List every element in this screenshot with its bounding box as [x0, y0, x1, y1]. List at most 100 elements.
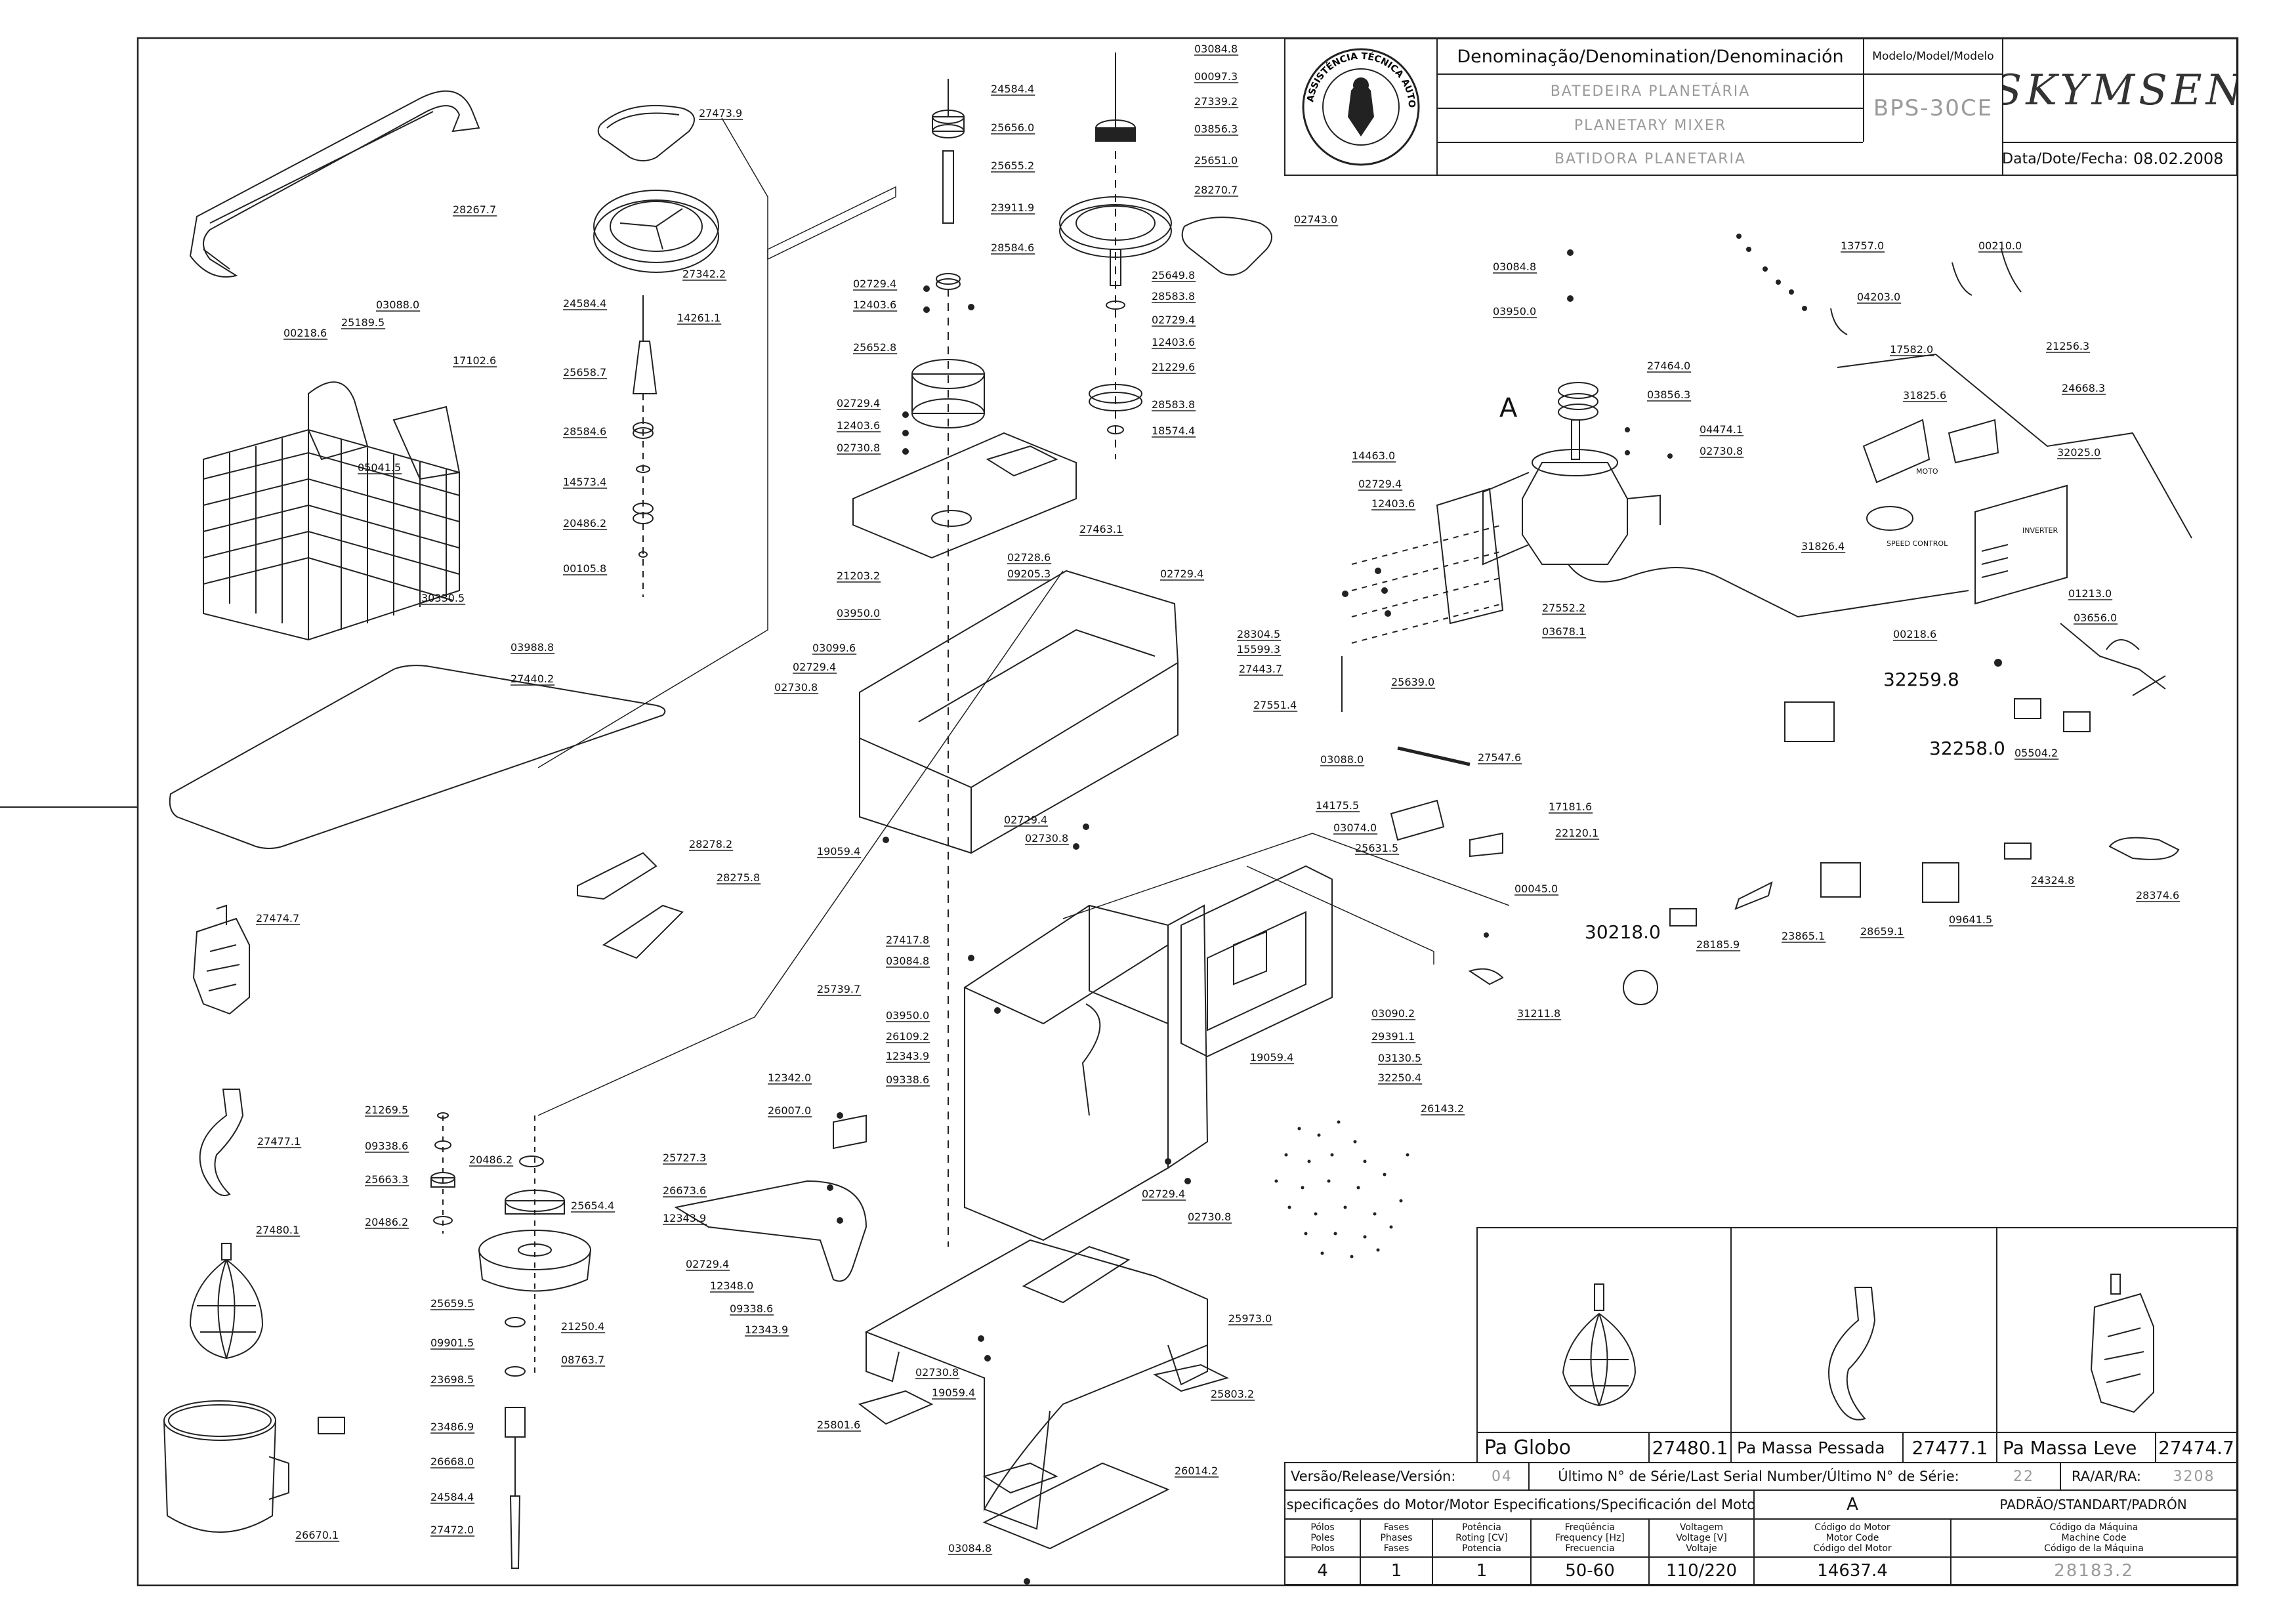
part-label-23: 03084.8: [1194, 43, 1238, 55]
part-label-2: 24584.4: [991, 83, 1034, 95]
part-label-27: 25651.0: [1194, 154, 1238, 167]
sticker-28185: [1669, 908, 1697, 927]
part-label-24: 00097.3: [1194, 70, 1238, 83]
part-label-38: 12403.6: [853, 299, 896, 311]
part-label-29: 02743.0: [1294, 213, 1337, 226]
part-label-90: 12348.0: [710, 1280, 753, 1292]
part-label-76: 21269.5: [365, 1104, 408, 1116]
part-label-74: 03130.5: [1378, 1052, 1421, 1064]
part-label-82: 20486.2: [365, 1216, 408, 1228]
part-label-1: 27473.9: [699, 107, 742, 119]
part-label-39: 25652.8: [853, 341, 896, 354]
part-label-63: 03084.8: [886, 955, 929, 967]
bowl-part: [163, 1400, 289, 1533]
part-label-132: 00210.0: [1978, 239, 2022, 252]
part-label-99: 02730.8: [915, 1366, 959, 1379]
machine-code-value: 28183.2: [1950, 1556, 2236, 1584]
brand-logo: SKYMSEN: [2002, 39, 2236, 142]
accessory-dough-hook: [1828, 1287, 1876, 1421]
date-value: 08.02.2008: [2133, 142, 2236, 175]
part-label-14: 25658.7: [563, 366, 606, 379]
part-label-15: 28584.6: [563, 425, 606, 438]
dough-hook-part: [199, 1089, 244, 1196]
motor-code-value: 14637.4: [1753, 1556, 1950, 1584]
switch-part: [1390, 799, 1445, 841]
part-label-61: 02730.8: [1025, 832, 1068, 844]
part-label-20: 30330.5: [421, 592, 465, 604]
whisk-part: [189, 1259, 264, 1360]
part-label-113: 03856.3: [1647, 388, 1690, 401]
brand-badge-part: [2108, 837, 2180, 860]
part-label-72: 29391.1: [1371, 1030, 1415, 1043]
part-label-3: 25656.0: [991, 121, 1034, 134]
part-label-105: 24584.4: [430, 1491, 474, 1503]
part-label-130: 31211.8: [1517, 1007, 1560, 1020]
part-label-71: 03090.2: [1371, 1007, 1415, 1020]
part-label-67: 12343.9: [886, 1050, 929, 1062]
voltage-value: 110/220: [1648, 1556, 1753, 1584]
part-label-80: 27477.1: [257, 1135, 301, 1148]
ra-label: RA/AR/RA:: [2060, 1463, 2152, 1489]
foot-pad-part: [858, 1390, 934, 1425]
part-label-146: 28185.9: [1696, 938, 1740, 951]
accessory-1-code: 27480.1: [1648, 1433, 1730, 1462]
part-label-59: 27474.7: [256, 912, 299, 925]
part-label-131: 13757.0: [1841, 239, 1884, 252]
grid-basket-part: [203, 381, 461, 641]
part-label-65: 03950.0: [886, 1009, 929, 1022]
motor-belt-part: [1181, 217, 1272, 276]
part-label-8: 24584.4: [563, 297, 606, 310]
top-plate-part: [852, 432, 1077, 559]
part-label-41: 12403.6: [837, 419, 880, 432]
part-label-9: 14261.1: [677, 312, 720, 324]
part-label-148: 28659.1: [1860, 925, 1904, 938]
part-label-84: 26673.6: [663, 1184, 706, 1197]
sticker-32258: [2014, 698, 2041, 719]
part-label-127: 17181.6: [1549, 801, 1592, 813]
part-label-107: 27472.0: [430, 1524, 474, 1536]
part-label-109: 03084.8: [948, 1542, 991, 1554]
lower-body-part: [964, 904, 1209, 1241]
part-label-53: 27443.7: [1239, 663, 1282, 675]
part-label-147: 23865.1: [1782, 930, 1825, 942]
accessory-flat-beater: [2090, 1293, 2154, 1413]
accessory-3-code: 27474.7: [2155, 1433, 2236, 1462]
part-label-88: 27480.1: [256, 1224, 299, 1236]
accessory-name-row-line: [1478, 1432, 2236, 1433]
accessory-3-name: Pa Massa Leve: [2003, 1436, 2137, 1459]
part-label-122: 27547.6: [1478, 751, 1521, 764]
motor-bracket-part: [1436, 488, 1504, 625]
part-label-108: 26670.1: [295, 1529, 339, 1541]
part-label-17: 14573.4: [563, 476, 606, 488]
part-label-0: 28267.7: [453, 203, 496, 216]
part-label-136: 31825.6: [1903, 389, 1946, 402]
date-label: Data/Dote/Fecha:: [2002, 142, 2133, 175]
part-label-51: 03099.6: [812, 642, 856, 654]
accessory-2-name: Pa Massa Pessada: [1737, 1438, 1885, 1457]
part-label-66: 26109.2: [886, 1030, 929, 1043]
bowl-arm-part: [674, 1180, 867, 1282]
part-label-35: 28583.8: [1152, 398, 1195, 411]
part-label-85: 12343.9: [663, 1212, 706, 1224]
part-label-110: 03084.8: [1493, 260, 1536, 273]
part-label-55: 27551.4: [1253, 699, 1297, 711]
part-label-119: 27552.2: [1542, 602, 1585, 614]
part-label-111: 03950.0: [1493, 305, 1536, 318]
part-label-133: 04203.0: [1857, 291, 1900, 303]
accessories-panel: Pa Globo 27480.1 Pa Massa Pessada 27477.…: [1476, 1227, 2238, 1463]
part-label-145: 28374.6: [2136, 889, 2179, 902]
gearbox-housing-part: [1180, 865, 1333, 1058]
part-label-62: 27417.8: [886, 934, 929, 946]
seal-icon: ASSISTÊNCIA TÉCNICA AUTORIZADA: [1299, 45, 1420, 166]
accessory-2-code: 27477.1: [1902, 1433, 1996, 1462]
sticker-24324: [2004, 843, 2032, 860]
part-label-98: 25973.0: [1228, 1312, 1272, 1325]
part-label-49: 28304.5: [1237, 628, 1280, 640]
motor-spec-block: Especificações do Motor/Motor Especifica…: [1284, 1489, 2238, 1585]
part-label-45: 09205.3: [1007, 568, 1051, 580]
